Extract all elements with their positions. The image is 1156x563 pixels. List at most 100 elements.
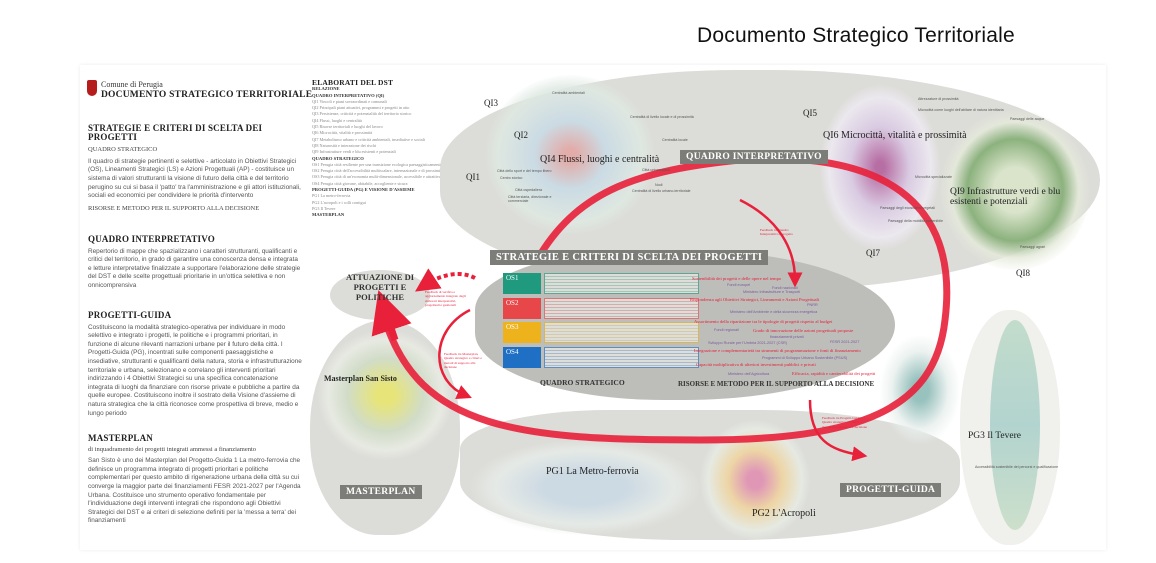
masterplan-san-sisto-label: Masterplan San Sisto xyxy=(324,374,397,383)
comune-label: Comune di Perugia xyxy=(101,80,163,89)
pg3-blob xyxy=(960,310,1060,545)
quadro-interpretativo-tag: QUADRO INTERPRETATIVO xyxy=(680,150,828,164)
section-masterplan-sub: di inquadramento dei progetti integrati … xyxy=(88,445,257,453)
fund: FESR 2021-2027 xyxy=(830,340,860,344)
pg1-label: PG1 La Metro-ferrovia xyxy=(546,466,639,477)
qi-item[interactable]: QI8 Naturosità e interazione dei rischi xyxy=(312,142,377,148)
pg-item[interactable]: PG3 Il Tevere xyxy=(312,205,336,211)
qi3-label: QI3 xyxy=(484,98,498,108)
qs-item[interactable]: OS3 Perugia città di un'economia multi-d… xyxy=(312,174,441,180)
qs-item[interactable]: OS2 Perugia città dell'accessibilità mul… xyxy=(312,168,444,174)
qi9-label: QI9 Infrastrutture verdi e blu esistenti… xyxy=(950,187,1061,207)
qi-item[interactable]: QI4 Flussi, luoghi e centralità xyxy=(312,117,362,123)
fund: Fondi regionali xyxy=(714,328,739,332)
qi-item[interactable]: QI1 Vincoli e piani sovraordinati e comu… xyxy=(312,98,387,104)
section-masterplan-title: MASTERPLAN xyxy=(88,433,154,443)
main-cycle-arrow xyxy=(381,155,951,444)
quadro-strategico-label: QUADRO STRATEGICO xyxy=(540,378,625,387)
perugia-crest-icon xyxy=(87,80,97,96)
map-note: Città dello sport e del tempo libero xyxy=(497,169,552,173)
section-strategie-text: Il quadro di strategie pertinenti e sele… xyxy=(88,157,301,200)
fund: Programmi di Sviluppo Urbano Sostenibile… xyxy=(762,356,848,360)
qs-item[interactable]: OS4 Perugia città giovane, abitabile, ac… xyxy=(312,180,408,186)
feedback-note: Feedback tra Progetti-Guida, Quadro stra… xyxy=(822,416,868,429)
fund: Sviluppo Rurale per l'Umbria 2021-2027 (… xyxy=(708,341,788,345)
arrow-to-attuazione xyxy=(371,290,412,342)
pg1-map xyxy=(470,440,700,535)
qi-item[interactable]: QI2 Principali piani attuativi, programm… xyxy=(312,105,410,111)
map-note: Centralità di livello locale e di prossi… xyxy=(630,115,694,119)
criterion: Efficacia, rapidità e cantierabilità dei… xyxy=(792,371,876,376)
qi6-label: QI6 Microcittà, vitalità e prossimità xyxy=(823,130,967,141)
qi2-label: QI2 xyxy=(514,130,528,140)
qi-item[interactable]: QI7 Metabolismo urbano e criticità ambie… xyxy=(312,136,425,142)
qi5-label: QI5 xyxy=(803,108,817,118)
map-note: Attrezzature di prossimità xyxy=(918,97,959,101)
pg-item[interactable]: PG2 L'acropoli e i colli contigui xyxy=(312,199,366,205)
map-note: Centro storico xyxy=(500,176,523,180)
criterion: Grado di innovazione delle azioni proget… xyxy=(753,328,854,333)
fund: Ministero dell'Ambiente e della sicurezz… xyxy=(730,310,818,314)
os4-card[interactable]: OS4 xyxy=(503,347,541,368)
qi4-map xyxy=(485,75,655,235)
qs-item[interactable]: OS1 Perugia città resiliente per una tra… xyxy=(312,161,458,167)
map-note: Paesaggi agrari xyxy=(1020,245,1046,249)
map-note: Paesaggi della mobilità sostenibile xyxy=(888,219,943,223)
pg3-detail-map xyxy=(880,335,960,445)
os3-card[interactable]: OS3 xyxy=(503,322,541,343)
os4-lineamenti xyxy=(544,347,699,368)
pg3-label: PG3 Il Tevere xyxy=(968,431,1021,441)
attuazione-label: ATTUAZIONE DI PROGETTI E POLITICHE xyxy=(345,272,415,302)
masterplan-heading: MASTERPLAN xyxy=(312,212,345,218)
qi-item[interactable]: QI3 Persistenze, criticità e potenzialit… xyxy=(312,111,412,117)
map-note: Paesaggi degli ecosistemi vegetali xyxy=(880,206,935,210)
map-note: Nodi xyxy=(655,183,663,187)
masterplan-feedback-arrow xyxy=(438,308,472,399)
map-note: Centralità ambientali xyxy=(552,91,585,95)
criterion: Rispondenza agli Obiettivi Strategici, L… xyxy=(690,297,820,302)
feedback-note: Feedback di verifica e aggiornamento int… xyxy=(425,290,466,308)
fund: Ministero Infrastrutture e Trasporti xyxy=(743,290,800,294)
section-quadro-title: QUADRO INTERPRETATIVO xyxy=(88,234,215,244)
pg2-label: PG2 L'Acropoli xyxy=(752,508,816,519)
qi-item[interactable]: QI5 Risorse territoriali e luoghi del la… xyxy=(312,124,383,130)
doc-heading: DOCUMENTO STRATEGICO TERRITORIALE xyxy=(101,90,313,100)
section-masterplan-text: San Sisto è uno dei Masterplan del Proge… xyxy=(88,457,301,525)
map-note: Città ospedaliera xyxy=(515,188,542,192)
os3-lineamenti xyxy=(544,322,699,343)
section-strategie-title: STRATEGIE E CRITERI DI SCELTA DEI PROGET… xyxy=(88,123,263,142)
map-note: Microcittà specializzate xyxy=(915,175,952,179)
os1-lineamenti xyxy=(544,273,699,294)
os2-card[interactable]: OS2 xyxy=(503,298,541,319)
map-note: Accessibilità sostenibile dei percorsi e… xyxy=(975,465,1059,469)
map-note: Centralità di livello urbano-territorial… xyxy=(632,189,691,193)
feedback-note: Feedback tra Masterplan, Quadro strategi… xyxy=(444,352,482,370)
criterion: Capacità moltiplicativa di ulteriori inv… xyxy=(696,362,816,367)
map-note: Città terziaria, direzionale e commercia… xyxy=(508,195,552,203)
qi8-label: QI8 xyxy=(1016,268,1030,278)
qi1-label: QI1 xyxy=(466,172,480,182)
masterplan-tag: MASTERPLAN xyxy=(340,485,422,499)
map-note: Centralità locale xyxy=(662,138,688,142)
qi-heading: QUADRO INTERPRETATIVO (QI) xyxy=(312,92,385,98)
criterion: Assortimento della ripartizione tra le t… xyxy=(694,319,833,324)
criterion: Sostenibilità dei progetti e delle opere… xyxy=(692,276,782,281)
qi-item[interactable]: QI9 Infrastrutture verdi e blu esistenti… xyxy=(312,149,396,155)
qi-feedback-arrow xyxy=(739,198,803,288)
fund: PNRR xyxy=(807,303,818,307)
os1-card[interactable]: OS1 xyxy=(503,273,541,294)
fund: Fondi europei xyxy=(727,283,751,287)
os2-lineamenti xyxy=(544,298,699,319)
pg-item[interactable]: PG1 La metro-ferrovia xyxy=(312,193,351,199)
fund: finanziamenti privati xyxy=(770,335,804,339)
pg-heading: PROGETTI-GUIDA (PG) E VISIONE D'ASSIEME xyxy=(312,187,415,193)
map-note: Città universitaria xyxy=(642,168,670,172)
progetti-guida-tag: PROGETTI-GUIDA xyxy=(840,483,942,497)
fund: Fondi nazionali xyxy=(772,286,798,290)
qi-item[interactable]: QI6 Microcittà, vitalità e prossimità xyxy=(312,130,373,136)
page-title: Documento Strategico Territoriale xyxy=(697,24,1015,47)
section-risorse-sub: RISORSE E METODO PER IL SUPPORTO ALLA DE… xyxy=(88,204,260,212)
strategie-tag: STRATEGIE E CRITERI DI SCELTA DEI PROGET… xyxy=(490,250,769,265)
feedback-note: Feedback tra Quadro Interpretativo e pro… xyxy=(760,228,793,237)
